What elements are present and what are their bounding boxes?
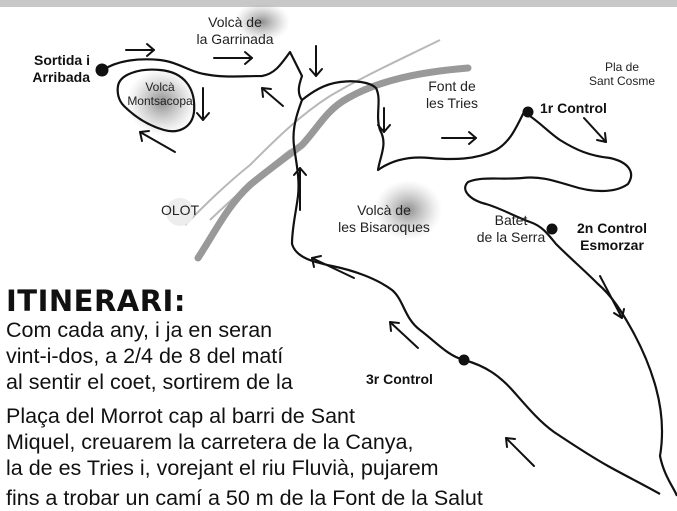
arrow-icon <box>505 437 535 467</box>
batet-label-line: Batet <box>494 212 528 228</box>
arrow-icon <box>213 51 253 65</box>
arrow-icon <box>441 131 477 145</box>
garrinada-label: Volcà de la Garrinada <box>182 14 288 48</box>
arrow-icon <box>377 107 391 133</box>
itinerary-title: ITINERARI: <box>6 284 186 318</box>
arrow-icon <box>125 43 155 57</box>
montsacopa-label: Volcà Montsacopa <box>118 80 202 108</box>
itinerary-line: Plaça del Morrot cap al barri de Sant <box>6 404 355 428</box>
font-tries-label: Font de les Tries <box>412 78 492 112</box>
route-path-east <box>464 111 677 497</box>
start-label-line: Sortida i <box>33 52 90 68</box>
montsacopa-label-line: Montsacopa <box>127 94 193 108</box>
start-point <box>95 63 109 77</box>
sant-cosme-label-line: Pla de <box>604 60 640 74</box>
garrinada-label-line: Volcà de <box>208 14 262 30</box>
volcano-bisaroques-shade <box>374 180 442 240</box>
arrow-icon <box>389 321 419 349</box>
olot-label: OLOT <box>152 202 208 219</box>
montsacopa-outline <box>116 68 196 133</box>
arrow-icon <box>293 167 307 211</box>
route-path-south <box>290 99 661 495</box>
control-3-label-text: 3r Control <box>366 371 433 387</box>
arrow-icon <box>261 87 284 107</box>
batet-label-line: de la Serra <box>476 229 546 245</box>
main-road <box>194 64 472 262</box>
control-2-label-line: 2n Control <box>577 220 647 236</box>
control-3-label: 3r Control <box>366 371 433 388</box>
arrow-icon <box>311 255 355 279</box>
route-path-north <box>102 50 525 172</box>
direction-arrows <box>125 43 625 467</box>
bisaroques-label: Volcà de les Bisaroques <box>324 202 444 236</box>
montsacopa-label-line: Volcà <box>145 80 175 94</box>
volcano-montsacopa-shade <box>126 68 198 136</box>
itinerary-line: Com cada any, i ja en seran <box>6 318 273 342</box>
arrow-icon <box>309 45 323 77</box>
olot-marker <box>166 198 194 226</box>
volcano-garrinada-shade <box>234 2 290 42</box>
itinerary-line: la de es Tries i, vorejant el riu Fluvià… <box>6 456 439 480</box>
start-label-line: Arribada <box>32 69 90 85</box>
font-tries-label-line: Font de <box>428 78 476 94</box>
itinerary-line: vint-i-dos, a 2/4 de 8 del matí <box>6 344 284 368</box>
control-2-label: 2n Control Esmorzar <box>562 220 662 254</box>
itinerary-line: fins a trobar un camí a 50 m de la Font … <box>6 486 483 510</box>
sant-cosme-label-line: Sant Cosme <box>588 74 656 88</box>
arrow-icon <box>196 87 210 121</box>
font-tries-label-line: les Tries <box>425 95 479 111</box>
arrow-icon <box>583 117 607 143</box>
itinerary-line: al sentir el coet, sortirem de la <box>6 370 293 394</box>
bisaroques-label-line: Volcà de <box>357 202 411 218</box>
garrinada-label-line: la Garrinada <box>196 31 274 47</box>
control-1-label: 1r Control <box>540 100 607 117</box>
bisaroques-label-line: les Bisaroques <box>338 219 430 235</box>
control-2-point <box>546 223 558 235</box>
olot-label-text: OLOT <box>160 202 200 218</box>
arrow-icon <box>599 275 625 319</box>
itinerary-line: Miquel, creuarem la carretera de la Cany… <box>6 430 414 454</box>
control-1-point <box>522 106 534 118</box>
control-1-label-text: 1r Control <box>540 100 607 116</box>
control-3-point <box>458 354 470 366</box>
sant-cosme-label: Pla de Sant Cosme <box>576 60 668 88</box>
arrow-icon <box>139 130 176 153</box>
batet-label: Batet de la Serra <box>470 212 552 246</box>
start-label: Sortida i Arribada <box>6 52 90 86</box>
top-band <box>0 0 677 7</box>
control-2-label-line: Esmorzar <box>580 237 644 253</box>
